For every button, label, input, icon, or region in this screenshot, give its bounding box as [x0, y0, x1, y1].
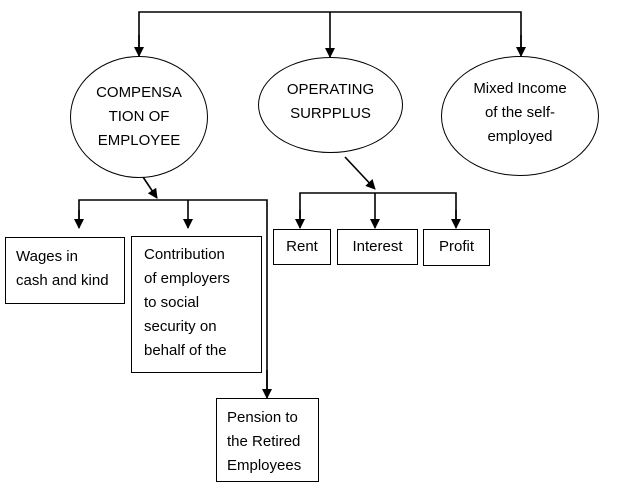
wages-box	[5, 237, 125, 304]
profit-box	[423, 229, 490, 266]
pension-label: Pension to the Retired Employees	[227, 409, 302, 474]
rent-box	[273, 229, 331, 265]
operating-surplus-ellipse	[258, 57, 403, 153]
arrow-compensation-down	[142, 176, 158, 199]
operating-surplus-label: OPERATING SURPPLUS	[286, 81, 375, 122]
contribution-label: Contribution of employers to social secu…	[144, 246, 230, 359]
compensation-ellipse	[70, 56, 208, 178]
interest-label: Interest	[352, 238, 403, 255]
rent-label: Rent	[286, 238, 318, 255]
wages-label: Wages in cash and kind	[16, 248, 109, 289]
contribution-box	[131, 236, 262, 373]
mixed-income-ellipse	[441, 56, 599, 176]
profit-label: Profit	[438, 238, 474, 255]
surplus-bracket-line	[299, 192, 457, 225]
mixed-income-label: Mixed Income of the self- employed	[473, 80, 567, 145]
interest-box	[337, 229, 418, 265]
arrow-surplus-down	[344, 156, 376, 190]
compensation-label: COMPENSA TION OF EMPLOYEE	[96, 84, 182, 149]
pension-box	[216, 398, 319, 482]
